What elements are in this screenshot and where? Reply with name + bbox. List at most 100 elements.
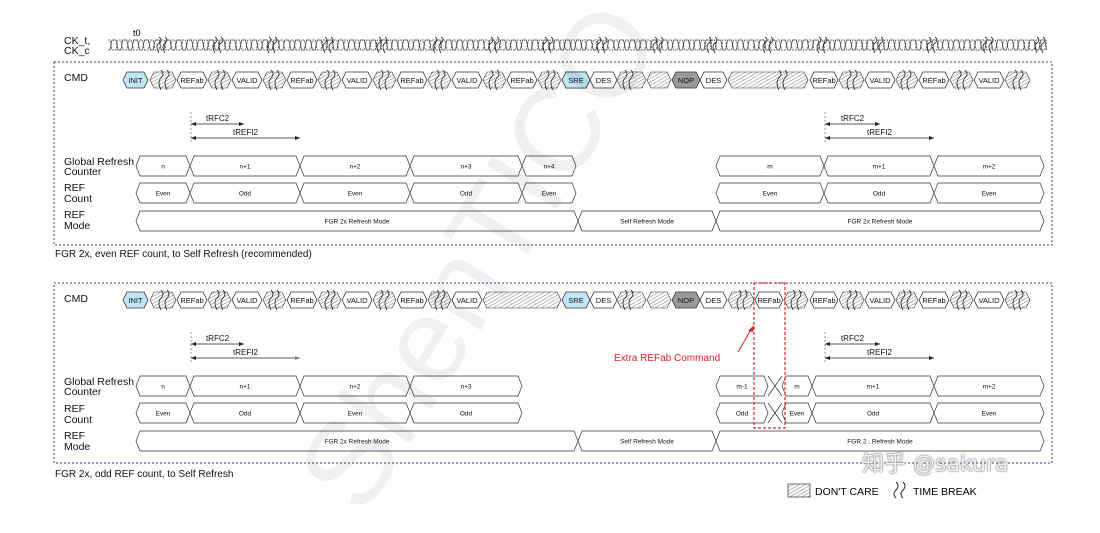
cmd-refab bbox=[809, 291, 839, 309]
counter-value: n bbox=[161, 384, 165, 391]
arrowhead bbox=[191, 356, 196, 360]
counter-value: n+3 bbox=[460, 384, 471, 391]
cmd-refab-label: REFab bbox=[812, 296, 835, 305]
cmd-valid bbox=[231, 291, 263, 309]
panel-1-refmode-label-1: REF bbox=[64, 209, 85, 221]
cmd-time-break bbox=[790, 289, 802, 311]
cmd-time-break bbox=[622, 289, 634, 311]
cmd-time-break bbox=[158, 69, 170, 91]
dont-care-region bbox=[149, 291, 177, 309]
counter-value: m+1 bbox=[873, 164, 886, 171]
cmd-valid-label: VALID bbox=[456, 76, 478, 85]
extra-refab-arrowhead bbox=[748, 325, 754, 332]
refcount-segment bbox=[409, 402, 523, 424]
cmd-des bbox=[699, 71, 728, 89]
cmd-refab-label: REFab bbox=[180, 76, 203, 85]
counter-segment bbox=[933, 155, 1045, 177]
dont-care-region bbox=[1004, 291, 1031, 309]
refcount-value: Even bbox=[348, 411, 363, 418]
cmd-valid-label: VALID bbox=[346, 296, 368, 305]
counter-value: n+4 bbox=[543, 164, 554, 171]
dont-care-region bbox=[1004, 71, 1031, 89]
cmd-valid bbox=[864, 291, 896, 309]
arrowhead bbox=[239, 342, 244, 346]
clock-time-break bbox=[926, 36, 938, 54]
cmd-time-break bbox=[214, 69, 226, 91]
refmode-value: FGR 2x Refresh Mode bbox=[847, 219, 912, 226]
cmd-valid-label: VALID bbox=[978, 296, 1000, 305]
clock-time-break bbox=[432, 36, 444, 54]
dont-care-region bbox=[482, 291, 562, 309]
clock-time-break bbox=[982, 36, 994, 54]
cmd-time-break bbox=[434, 69, 446, 91]
cmd-valid bbox=[864, 71, 896, 89]
counter-value: n bbox=[161, 164, 165, 171]
refcount-value: Even bbox=[542, 191, 557, 198]
clock-time-break bbox=[322, 36, 334, 54]
refcount-value: Odd bbox=[867, 411, 880, 418]
refcount-value: Odd bbox=[736, 411, 749, 418]
clock-time-break bbox=[652, 36, 664, 54]
trfc2-label: tRFC2 bbox=[841, 114, 865, 123]
cmd-time-break bbox=[1012, 69, 1024, 91]
cmd-refab-label: REFab bbox=[510, 76, 533, 85]
panel-2-refmode-label-1: REF bbox=[64, 430, 85, 442]
extra-refab-label: Extra REFab Command bbox=[614, 353, 720, 364]
cmd-valid-label: VALID bbox=[456, 296, 478, 305]
dont-care-region bbox=[616, 71, 647, 89]
arrowhead bbox=[875, 342, 880, 346]
refcount-value: Odd bbox=[460, 191, 473, 198]
cmd-time-break bbox=[434, 289, 446, 311]
dont-care-region bbox=[427, 291, 452, 309]
cmd-init-label: INIT bbox=[128, 76, 143, 85]
trfc2-label: tRFC2 bbox=[841, 334, 865, 343]
cmd-refab-label: REFab bbox=[757, 296, 780, 305]
clock-waveform bbox=[108, 36, 1048, 54]
cmd-time-break bbox=[378, 69, 390, 91]
cmd-refab bbox=[396, 291, 428, 309]
cmd-des bbox=[589, 291, 618, 309]
refcount-value: Even bbox=[763, 191, 778, 198]
counter-value: n+1 bbox=[239, 384, 250, 391]
dont-care-region bbox=[949, 291, 974, 309]
cmd-time-break bbox=[900, 69, 912, 91]
cmd-time-break bbox=[846, 289, 858, 311]
cmd-refab-label: REFab bbox=[400, 76, 423, 85]
refmode-segment bbox=[715, 430, 1045, 452]
refcount-value: Even bbox=[790, 411, 805, 418]
counter-segment bbox=[409, 375, 523, 397]
panel-1-grc-label-1: Global Refresh bbox=[64, 156, 135, 168]
cmd-refab bbox=[286, 291, 318, 309]
refcount-value: Odd bbox=[239, 411, 252, 418]
counter-segment bbox=[933, 375, 1045, 397]
cmd-time-break bbox=[378, 289, 390, 311]
cmd-valid bbox=[341, 71, 373, 89]
cmd-des-label: DES bbox=[706, 296, 721, 305]
cmd-time-break bbox=[776, 69, 788, 91]
cmd-des-label: DES bbox=[596, 76, 611, 85]
cmd-sre-label: SRE bbox=[568, 296, 583, 305]
panel-2-border bbox=[53, 282, 1053, 464]
clock-ck-t bbox=[108, 39, 1048, 51]
dont-care-region bbox=[646, 71, 672, 89]
clock-time-break bbox=[156, 36, 168, 54]
cmd-valid-label: VALID bbox=[869, 76, 891, 85]
clock-label-ckc: CK_c bbox=[64, 45, 90, 57]
counter-segment bbox=[715, 375, 769, 397]
cmd-refab bbox=[286, 71, 318, 89]
clock-time-break bbox=[762, 36, 774, 54]
cmd-refab-label: REFab bbox=[290, 76, 313, 85]
dont-care-region bbox=[207, 71, 232, 89]
legend-dont-care: DON'T CARE bbox=[815, 486, 879, 498]
trfc2-label: tRFC2 bbox=[206, 334, 230, 343]
cmd-refab bbox=[809, 71, 839, 89]
cmd-valid-label: VALID bbox=[978, 76, 1000, 85]
cmd-refab bbox=[918, 291, 950, 309]
cmd-time-break bbox=[214, 289, 226, 311]
panel-2-grc-label-1: Global Refresh bbox=[64, 376, 135, 388]
cmd-valid-label: VALID bbox=[236, 296, 258, 305]
counter-segment bbox=[521, 155, 577, 177]
panel-1-cmd-row: INITREFabVALIDREFabVALIDREFabVALIDREFabV… bbox=[122, 69, 1031, 91]
arrowhead bbox=[295, 356, 300, 360]
